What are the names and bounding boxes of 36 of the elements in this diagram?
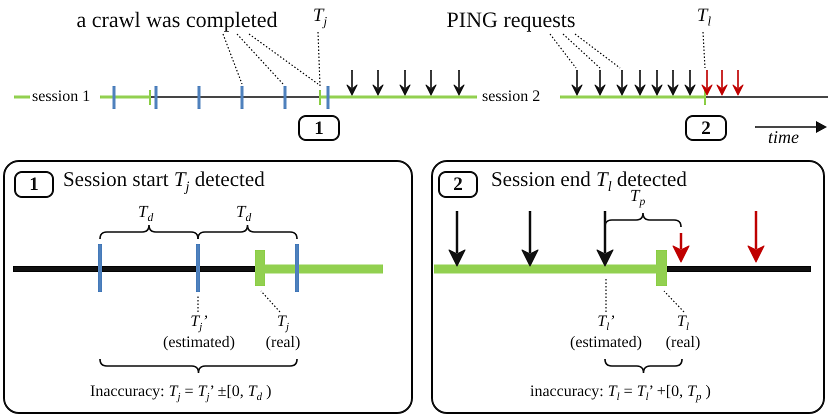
step-number-badge: 1 xyxy=(298,115,340,141)
annotation-text: (real) xyxy=(266,332,300,353)
interval-label: T$_{d}$ xyxy=(236,202,252,222)
callout-text: a crawl was completed xyxy=(76,6,278,34)
annotation-text: (estimated) xyxy=(163,332,235,353)
callout-text: PING requests xyxy=(446,6,576,34)
step-number-badge: 1 xyxy=(14,171,54,198)
time-label: T$_{l}$ xyxy=(677,312,689,333)
time-label: T$_{j}$’ xyxy=(190,312,208,333)
interval-label: T$_{d}$ xyxy=(138,202,154,222)
step-number-badge: 2 xyxy=(438,171,478,198)
leader-line xyxy=(664,290,684,312)
leader-line xyxy=(562,34,600,68)
leader-line xyxy=(248,34,318,84)
annotation-text: (estimated) xyxy=(570,332,642,353)
formula-text: Inaccuracy: T$_{j}$ = T$_{j}$’ ±[0, T$_{d}$ ) xyxy=(90,382,272,402)
leader-line xyxy=(260,290,280,312)
leader-line xyxy=(702,32,706,68)
leader-line xyxy=(605,277,607,312)
time-label: T$_{j}$ xyxy=(277,312,289,333)
leader-line xyxy=(197,295,199,312)
time-label: T$_{l}$ xyxy=(696,4,712,28)
formula-text: inaccuracy: T$_{l}$ = T$_{l}$’ +[0, T$_{p}$ ) xyxy=(530,382,711,402)
time-label: T$_{l}$’ xyxy=(597,312,615,333)
time-label: T$_{j}$ xyxy=(312,4,328,28)
axis-label: time xyxy=(768,127,799,149)
leader-line xyxy=(550,34,576,68)
panel xyxy=(431,160,825,414)
leader-line xyxy=(574,34,620,68)
panel-heading: Session start T$_{j}$ detected xyxy=(63,167,265,192)
panel xyxy=(3,160,413,414)
leader-line xyxy=(317,32,321,86)
leader-line xyxy=(236,34,284,84)
annotation-text: (real) xyxy=(666,332,700,353)
leader-line xyxy=(222,34,243,84)
step-number-badge: 2 xyxy=(685,115,727,141)
